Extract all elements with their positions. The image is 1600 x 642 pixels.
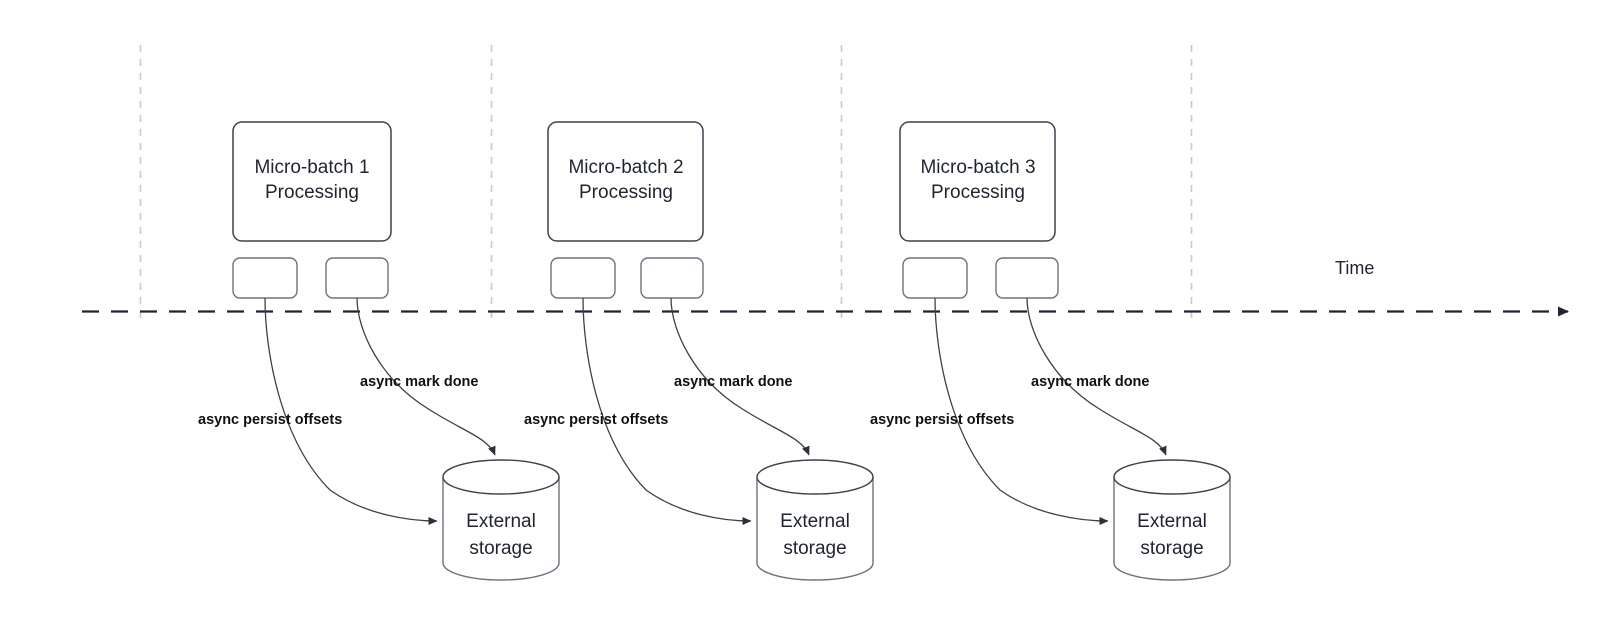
cylinder-body: [1113, 476, 1231, 581]
batch-3-task-box-1[interactable]: [902, 257, 968, 299]
cylinder-body: [442, 476, 560, 581]
batch-1-task-box-1[interactable]: [232, 257, 298, 299]
batch-2-title-line1: Micro-batch 2: [568, 157, 683, 178]
batch-1-title-line1: Micro-batch 1: [254, 157, 369, 178]
batch-2-edge-async-persist-offsets: [582, 297, 752, 525]
batch-2-group: [547, 121, 874, 581]
batch-1-processing-box[interactable]: [232, 121, 392, 242]
batch-2-label-async-mark-done: async mark done: [674, 374, 792, 390]
batch-1-edge-async-mark-done: [356, 297, 496, 456]
batch-1-edge-async-persist-offsets: [264, 297, 438, 525]
cylinder-top: [442, 459, 560, 495]
batch-2-storage-line1: External: [780, 511, 850, 532]
cylinder-top: [1113, 459, 1231, 495]
batch-2-task-box-1[interactable]: [550, 257, 616, 299]
batch-3-group: [899, 121, 1231, 581]
batch-3-title-line2: Processing: [931, 182, 1025, 203]
batch-2-external-storage-cylinder[interactable]: [756, 459, 874, 581]
batch-1-task-box-2[interactable]: [325, 257, 389, 299]
batch-2-storage-line2: storage: [783, 538, 846, 559]
batch-1-group: [232, 121, 560, 581]
batch-3-label-async-persist-offsets: async persist offsets: [870, 412, 1014, 428]
cylinder-top: [756, 459, 874, 495]
batch-3-task-box-2[interactable]: [995, 257, 1059, 299]
batch-2-label-async-persist-offsets: async persist offsets: [524, 412, 668, 428]
batch-2-edge-async-mark-done: [670, 297, 810, 456]
guide-lines-group: [139, 45, 1193, 321]
batch-1-title-line2: Processing: [265, 182, 359, 203]
batch-3-storage-line1: External: [1137, 511, 1207, 532]
batch-1-external-storage-cylinder[interactable]: [442, 459, 560, 581]
batch-2-task-box-2[interactable]: [640, 257, 704, 299]
batch-3-title-line1: Micro-batch 3: [920, 157, 1035, 178]
batch-2-title-line2: Processing: [579, 182, 673, 203]
batch-3-edge-async-persist-offsets: [934, 297, 1109, 525]
batch-1-storage-line1: External: [466, 511, 536, 532]
batch-3-external-storage-cylinder[interactable]: [1113, 459, 1231, 581]
cylinder-body: [756, 476, 874, 581]
batch-3-label-async-mark-done: async mark done: [1031, 374, 1149, 390]
batch-2-processing-box[interactable]: [547, 121, 704, 242]
batch-1-storage-line2: storage: [469, 538, 532, 559]
batch-3-processing-box[interactable]: [899, 121, 1056, 242]
batch-3-storage-line2: storage: [1140, 538, 1203, 559]
time-axis-label: Time: [1335, 258, 1374, 278]
batch-1-label-async-persist-offsets: async persist offsets: [198, 412, 342, 428]
batch-1-label-async-mark-done: async mark done: [360, 374, 478, 390]
batch-3-edge-async-mark-done: [1026, 297, 1167, 456]
